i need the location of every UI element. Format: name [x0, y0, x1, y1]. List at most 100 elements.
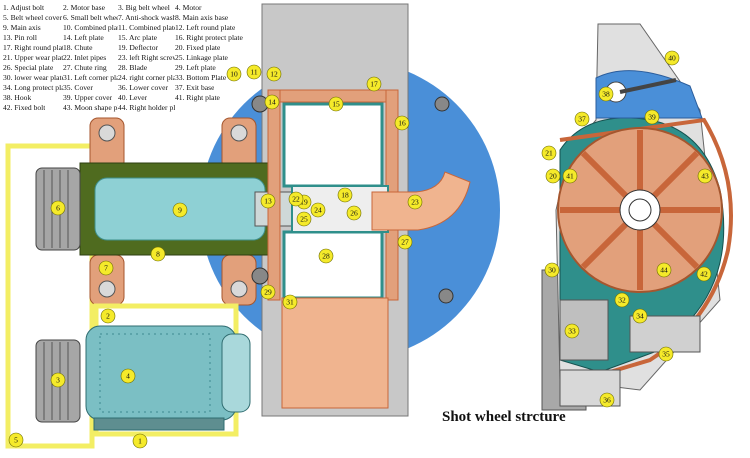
legend-item: 7. Anti-shock washer	[118, 14, 175, 22]
legend-item: 1. Adjust bolt	[3, 4, 45, 12]
callout-number: 19	[300, 198, 308, 207]
legend-item: 41. Right plate	[175, 94, 220, 102]
diagram-caption: Shot wheel strcture	[442, 409, 566, 425]
callout-27: 27	[397, 234, 413, 250]
callout-number: 2	[106, 312, 110, 321]
legend-item: 16. Right protect plate	[175, 34, 243, 42]
callout-number: 26	[350, 209, 358, 218]
legend-item: 6. Small belt wheel	[63, 14, 118, 22]
callout-number: 22	[292, 195, 300, 204]
callout-28: 28	[318, 248, 334, 264]
bracket-bolt	[230, 124, 248, 142]
legend-item: 24. right corner plate	[118, 74, 175, 82]
callout-33: 33	[564, 323, 580, 339]
callout-32: 32	[614, 292, 630, 308]
callout-30: 30	[544, 262, 560, 278]
callout-number: 42	[700, 270, 708, 279]
upper-cover	[595, 70, 703, 119]
callout-number: 39	[648, 113, 656, 122]
legend-item: 27. Chute ring	[63, 64, 107, 72]
callout-number: 41	[566, 172, 574, 181]
callout-number: 33	[568, 327, 576, 336]
bracket-bolt	[98, 280, 116, 298]
legend-item: 30. lower wear plate	[3, 74, 63, 82]
legend-item: 3. Big belt wheel	[118, 4, 170, 12]
callout-number: 12	[270, 70, 278, 79]
callout-43: 43	[697, 168, 713, 184]
legend-item: 29. Left plate	[175, 64, 216, 72]
bracket-bolt	[98, 124, 116, 142]
callout-11: 11	[246, 64, 262, 80]
callout-34: 34	[632, 308, 648, 324]
callout-22: 22	[288, 191, 304, 207]
callout-42: 42	[696, 266, 712, 282]
callout-25: 25	[296, 211, 312, 227]
callout-number: 43	[701, 172, 709, 181]
legend-item: 12. Left round plate	[175, 24, 236, 32]
legend-item: 21. Upper wear plate	[3, 54, 63, 62]
legend-item: 2. Motor base	[63, 4, 105, 12]
callout-number: 29	[264, 288, 272, 297]
bolt-icon	[251, 267, 269, 285]
callout-number: 8	[156, 250, 160, 259]
legend-item: 34. Long protect plate	[3, 84, 63, 92]
callout-number: 18	[341, 191, 349, 200]
callout-39: 39	[644, 109, 660, 125]
callout-number: 20	[549, 172, 557, 181]
bolt-icon	[438, 288, 454, 304]
callout-26: 26	[346, 205, 362, 221]
callout-41: 41	[562, 168, 578, 184]
callout-8: 8	[150, 246, 166, 262]
callout-number: 10	[230, 70, 238, 79]
callout-6: 6	[50, 200, 66, 216]
motor-mount	[93, 417, 225, 431]
legend-item: 37. Exit base	[175, 84, 215, 92]
legend-item: 35. Cover	[63, 84, 93, 92]
legend-item: 18. Chute	[63, 44, 93, 52]
legend: 1. Adjust bolt 2. Motor base 3. Big belt w…	[3, 4, 295, 122]
callout-40: 40	[664, 50, 680, 66]
callout-23: 23	[407, 194, 423, 210]
legend-item: 19. Deflector	[118, 44, 159, 52]
callout-36: 36	[599, 392, 615, 408]
callout-15: 15	[328, 96, 344, 112]
legend-item: 38. Hook	[3, 94, 32, 102]
legend-item: 20. Fixed plate	[175, 44, 221, 52]
callout-number: 31	[286, 298, 294, 307]
callout-24: 24	[310, 202, 326, 218]
lever	[619, 78, 677, 94]
legend-item: 9. Main axis	[3, 24, 41, 32]
legend-item: 13. Pin roll	[3, 34, 37, 42]
callout-number: 44	[660, 266, 668, 275]
callout-number: 7	[104, 264, 108, 273]
legend-item: 25. Linkage plate	[175, 54, 228, 62]
callout-44: 44	[656, 262, 672, 278]
callout-number: 21	[545, 149, 553, 158]
callout-number: 3	[56, 376, 60, 385]
hub-core	[628, 198, 652, 222]
legend-item: 39. Upper cover	[63, 94, 113, 102]
callout-number: 16	[398, 119, 406, 128]
blade-upper	[282, 102, 384, 188]
callout-number: 38	[602, 90, 610, 99]
callout-number: 35	[662, 350, 670, 359]
legend-item: 42. Fixed bolt	[3, 104, 46, 112]
legend-item: 5. Belt wheel cover	[3, 14, 63, 22]
callout-20: 20	[545, 168, 561, 184]
callout-number: 25	[300, 215, 308, 224]
legend-item: 31. Left corner plate	[63, 74, 118, 82]
callout-18: 18	[337, 187, 353, 203]
legend-item: 14. Left plate	[63, 34, 104, 42]
legend-item: 44. Right holder plate	[118, 104, 175, 112]
legend-item: 36. Lower cover	[118, 84, 168, 92]
blade-lower	[282, 230, 384, 300]
bolt-icon	[434, 96, 450, 112]
callout-number: 4	[126, 372, 130, 381]
legend-item: 4. Motor	[175, 4, 202, 12]
callout-number: 27	[401, 238, 409, 247]
callout-number: 6	[56, 204, 60, 213]
legend-item: 8. Main axis base	[175, 14, 229, 22]
